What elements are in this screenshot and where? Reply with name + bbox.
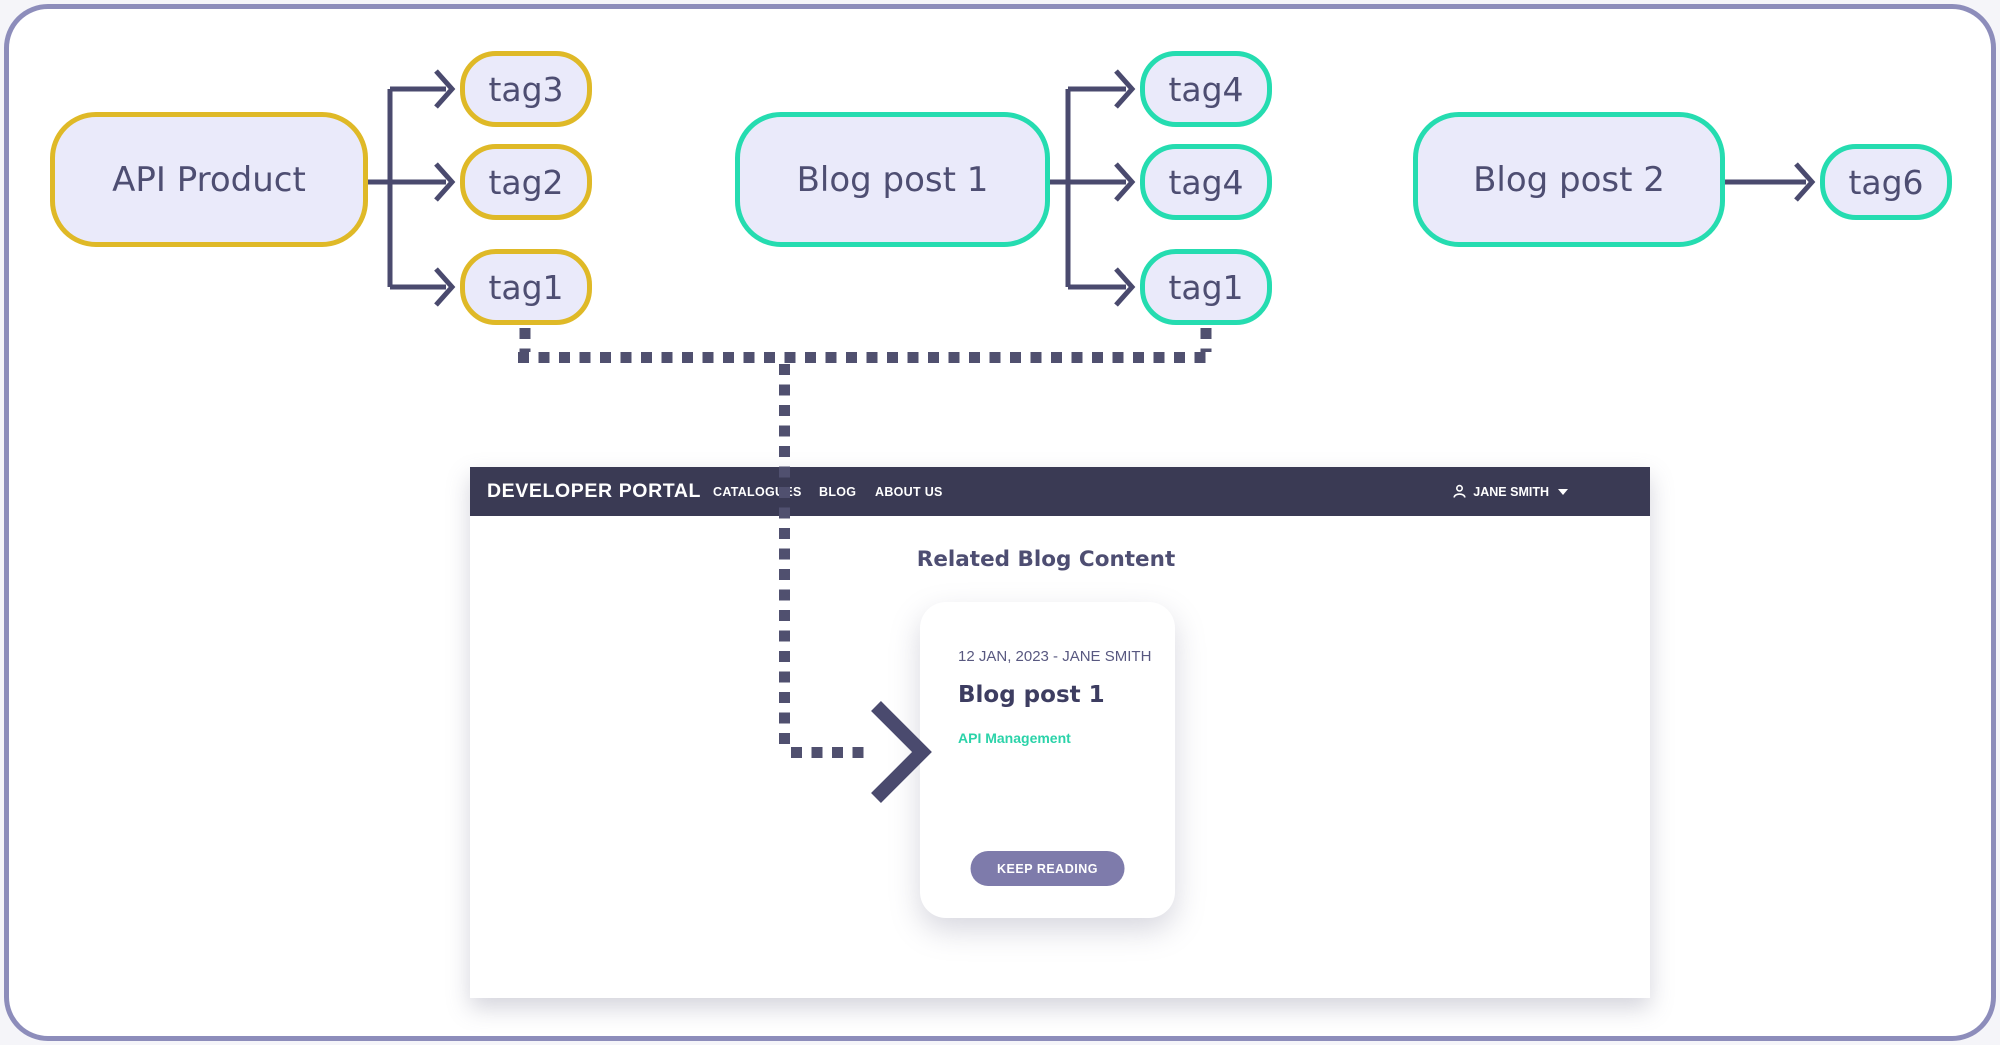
tag-pill: tag4: [1140, 51, 1272, 127]
blog-card-tag-link[interactable]: API Management: [958, 730, 1071, 746]
nav-item-about-us[interactable]: ABOUT US: [875, 484, 943, 499]
tag-pill: tag6: [1820, 144, 1952, 220]
tag-pill: tag4: [1140, 144, 1272, 220]
tag-label: tag6: [1848, 162, 1924, 202]
tag-label: tag3: [488, 69, 564, 109]
node-blog-post-1: Blog post 1: [735, 112, 1050, 247]
user-menu[interactable]: JANE SMITH: [1452, 467, 1568, 516]
tag-label: tag4: [1168, 69, 1244, 109]
blog-card-meta: 12 JAN, 2023 - JANE SMITH: [958, 648, 1152, 665]
section-title: Related Blog Content: [916, 547, 1176, 572]
tag-label: tag2: [488, 162, 564, 202]
tag-pill: tag1: [460, 249, 592, 325]
tag-pill: tag1: [1140, 249, 1272, 325]
blog-card-title: Blog post 1: [958, 682, 1105, 708]
keep-reading-button[interactable]: KEEP READING: [970, 851, 1125, 886]
caret-down-icon: [1558, 488, 1568, 495]
blog-card[interactable]: 12 JAN, 2023 - JANE SMITH Blog post 1 AP…: [920, 602, 1175, 918]
nav-item-blog[interactable]: BLOG: [819, 484, 857, 499]
node-api-product: API Product: [50, 112, 368, 247]
tag-pill: tag3: [460, 51, 592, 127]
nav-item-catalogues[interactable]: CATALOGUES: [713, 484, 802, 499]
user-name: JANE SMITH: [1473, 484, 1549, 499]
portal-brand: DEVELOPER PORTAL: [487, 480, 702, 502]
tag-label: tag4: [1168, 162, 1244, 202]
user-icon: [1453, 484, 1466, 498]
node-label: Blog post 2: [1473, 159, 1665, 200]
node-label: API Product: [112, 159, 306, 200]
node-label: Blog post 1: [796, 159, 989, 200]
node-blog-post-2: Blog post 2: [1413, 112, 1725, 247]
tag-label: tag1: [1168, 267, 1244, 307]
tag-pill: tag2: [460, 144, 592, 220]
tag-label: tag1: [488, 267, 564, 307]
developer-portal-mockup: DEVELOPER PORTAL CATALOGUES BLOG ABOUT U…: [470, 467, 1650, 998]
portal-navbar: DEVELOPER PORTAL CATALOGUES BLOG ABOUT U…: [470, 467, 1650, 516]
